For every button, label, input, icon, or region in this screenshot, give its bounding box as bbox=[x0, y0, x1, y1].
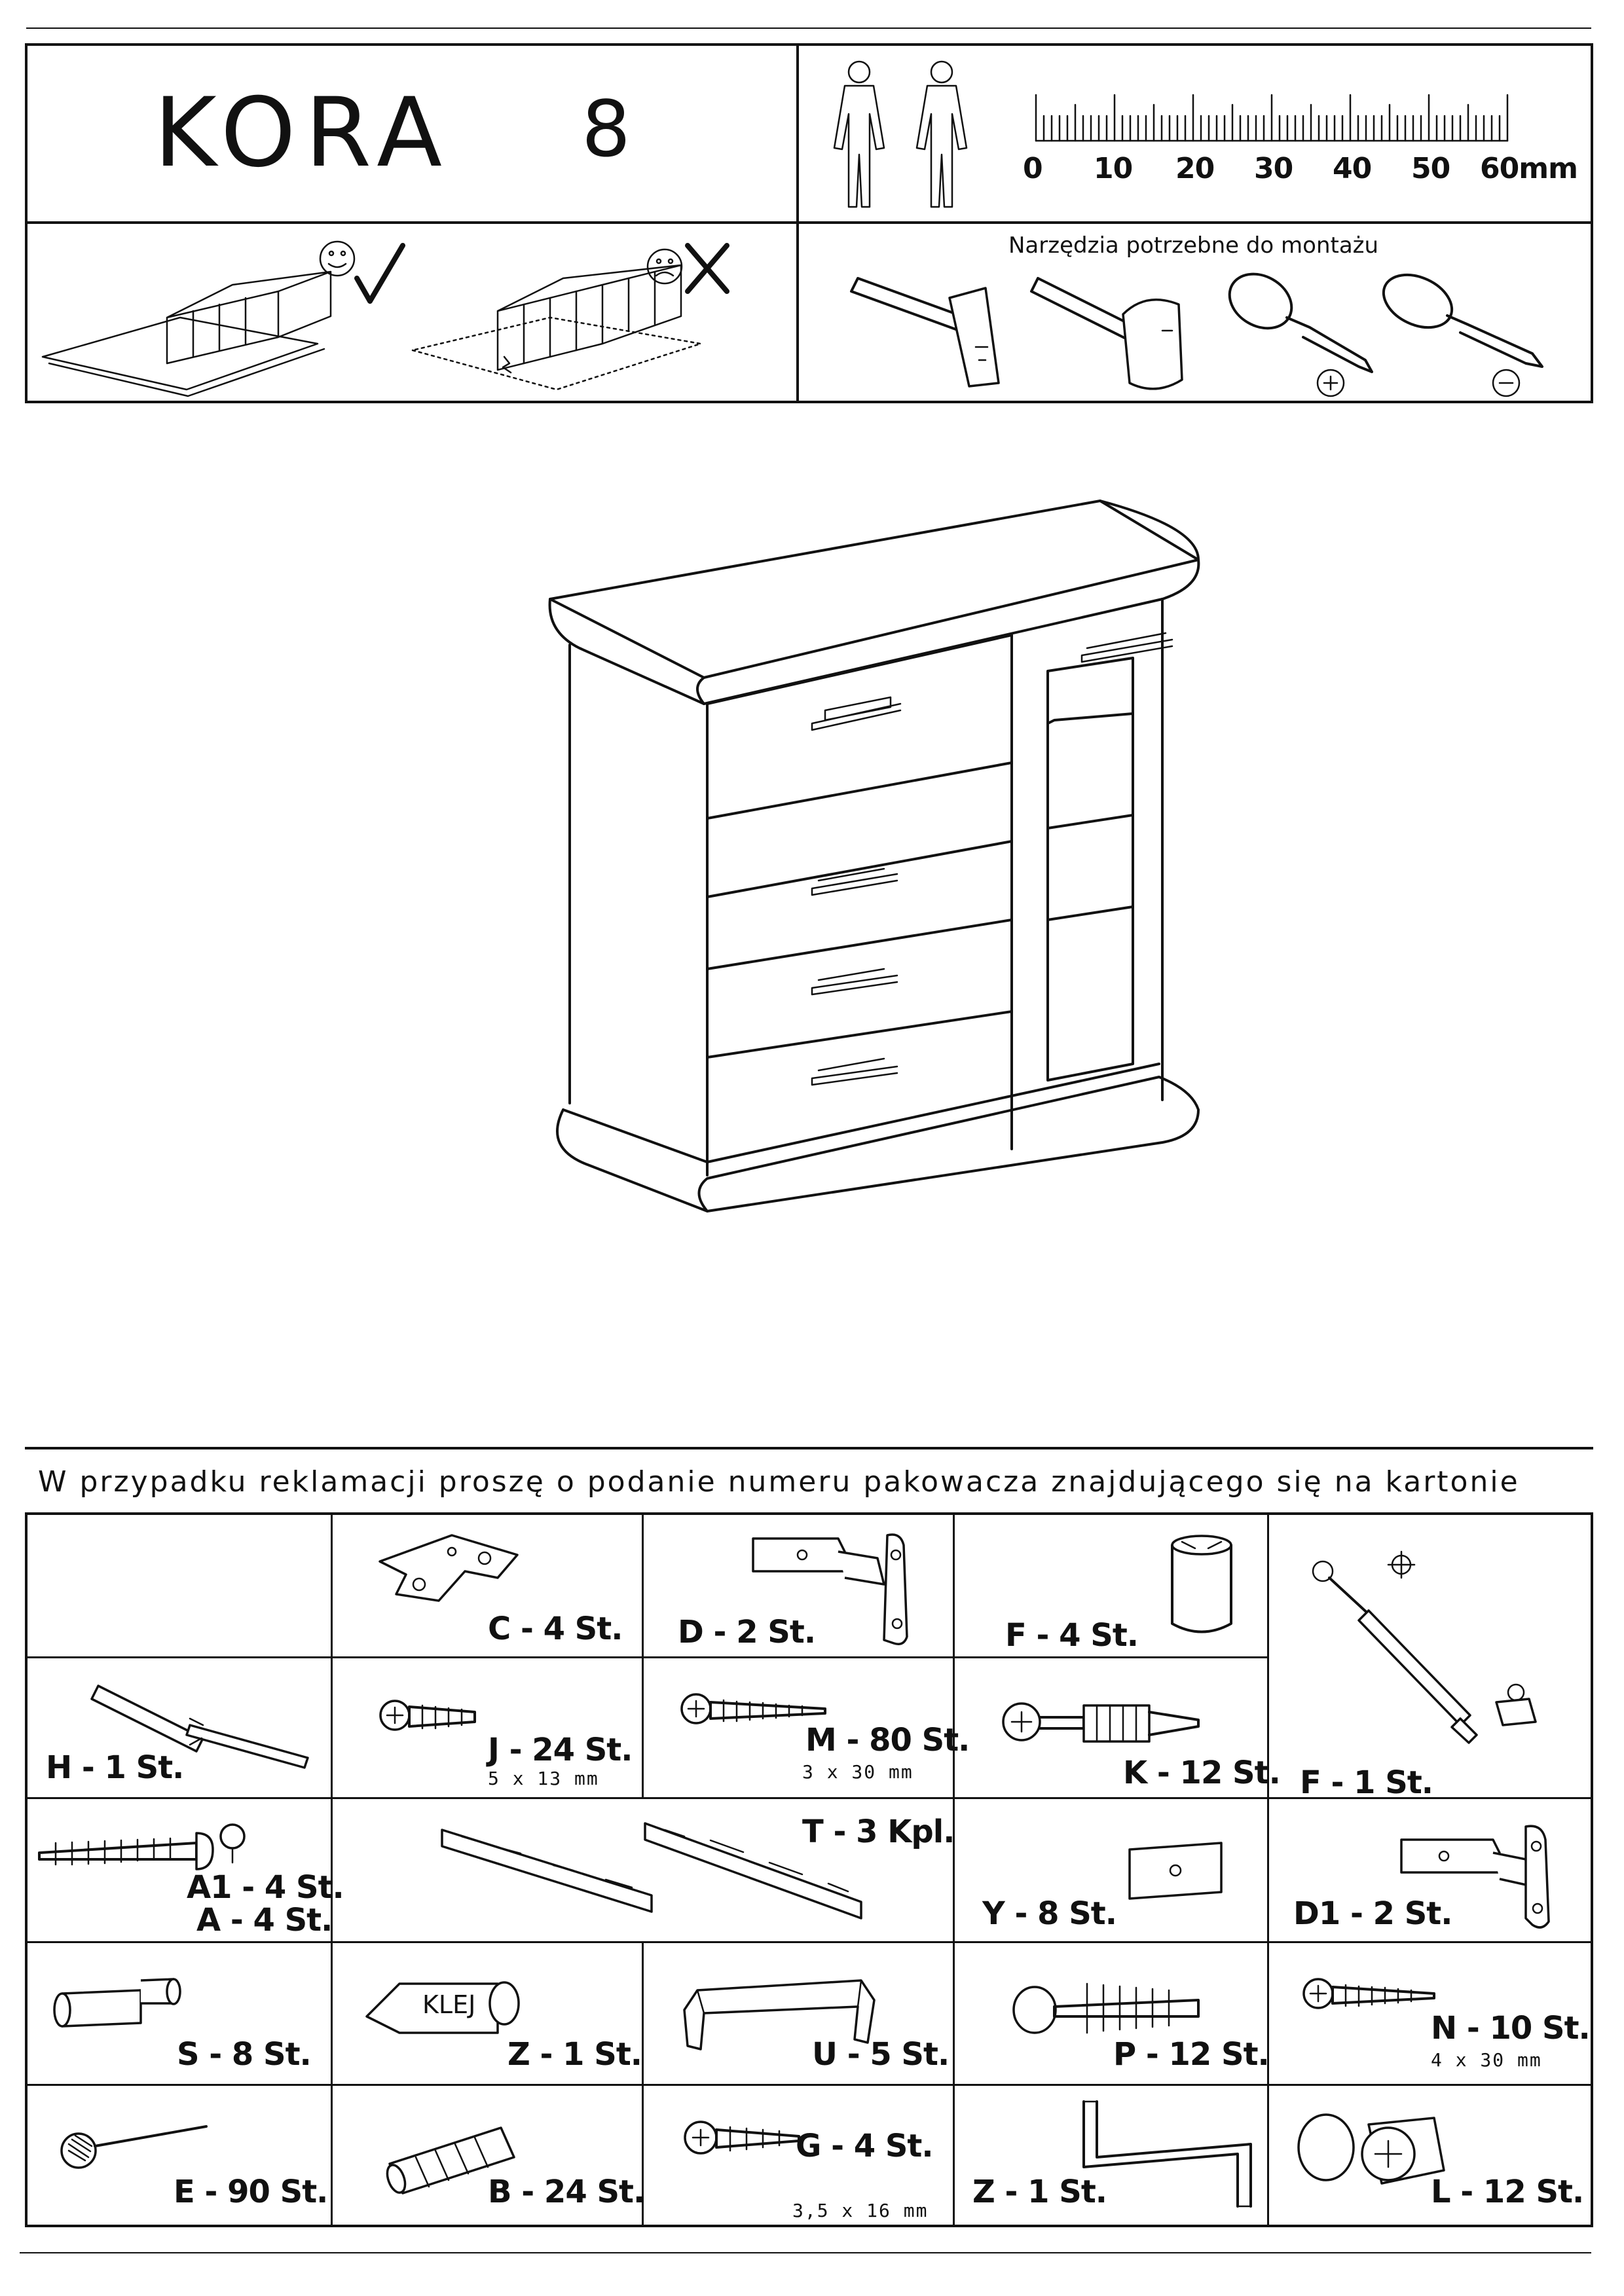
part-a1-label: A1 - 4 St. bbox=[187, 1869, 344, 1906]
assembly-on-floor-bad bbox=[411, 243, 729, 391]
part-e-label: E - 90 St. bbox=[174, 2174, 328, 2210]
mallet-icon bbox=[1030, 277, 1183, 390]
flathead-screwdriver-icon bbox=[1382, 273, 1543, 397]
part-g-size: 3,5 x 16 mm bbox=[792, 2200, 929, 2221]
connector-d-icon bbox=[752, 1533, 908, 1645]
ruler-label-50: 50 bbox=[1411, 152, 1450, 185]
bolt-a1-a-icon bbox=[38, 1823, 246, 1870]
header-midline bbox=[25, 221, 1593, 224]
assembly-on-rug-good bbox=[41, 240, 405, 397]
cam-lock-l-icon bbox=[1297, 2113, 1445, 2185]
part-m-size: 3 x 30 mm bbox=[802, 1761, 913, 1783]
model-number: 8 bbox=[581, 84, 631, 174]
cam-dowel-p-icon bbox=[1012, 1982, 1200, 2034]
part-y-label: Y - 8 St. bbox=[982, 1895, 1117, 1932]
ruler-icon bbox=[1035, 94, 1509, 142]
hinge-d1-icon bbox=[1400, 1825, 1550, 1929]
ruler-label-20: 20 bbox=[1175, 152, 1215, 185]
grid-row-4 bbox=[25, 2084, 1593, 2086]
cam-bolt-k-icon bbox=[1002, 1702, 1200, 1743]
part-m-label: M - 80 St. bbox=[805, 1722, 970, 1758]
part-n-size: 4 x 30 mm bbox=[1431, 2049, 1542, 2071]
hammer-icon bbox=[850, 277, 1000, 388]
ruler-label-0: 0 bbox=[1023, 152, 1043, 185]
part-g-label: G - 4 St. bbox=[796, 2128, 934, 2164]
top-rule bbox=[26, 27, 1591, 29]
part-f4-label: F - 4 St. bbox=[1005, 1617, 1139, 1654]
part-d1-label: D1 - 2 St. bbox=[1293, 1895, 1452, 1932]
part-n-label: N - 10 St. bbox=[1431, 2010, 1591, 2047]
phillips-screwdriver-icon bbox=[1228, 272, 1373, 397]
part-k-label: K - 12 St. bbox=[1123, 1755, 1281, 1791]
parts-grid bbox=[25, 1512, 1593, 2227]
grid-col-2b bbox=[642, 1941, 644, 2227]
part-b-label: B - 24 St. bbox=[488, 2174, 645, 2210]
ruler-label-40: 40 bbox=[1333, 152, 1372, 185]
part-p-label: P - 12 St. bbox=[1113, 2036, 1270, 2073]
glue-z-icon bbox=[365, 1981, 520, 2034]
glue-text: KLEJ bbox=[422, 1990, 476, 2019]
drawer-runner-t-icon bbox=[441, 1822, 862, 1920]
part-j-label: J - 24 St. bbox=[488, 1732, 633, 1768]
grid-col-4 bbox=[1267, 1512, 1269, 2227]
hinge-plate-c-icon bbox=[378, 1534, 519, 1602]
cam-cylinder-f-icon bbox=[1171, 1535, 1232, 1633]
notice-top-rule bbox=[25, 1447, 1593, 1449]
part-j-size: 5 x 13 mm bbox=[488, 1768, 599, 1789]
nail-e-icon bbox=[60, 2125, 208, 2169]
part-a-label: A - 4 St. bbox=[196, 1902, 333, 1939]
two-persons-icon bbox=[833, 60, 968, 208]
part-f1-label: F - 1 St. bbox=[1300, 1764, 1433, 1801]
ruler-label-30: 30 bbox=[1254, 152, 1293, 185]
grid-row-3 bbox=[25, 1941, 1593, 1943]
bottom-rule bbox=[20, 2252, 1591, 2253]
part-z2-label: Z - 1 St. bbox=[972, 2174, 1107, 2210]
plate-y-icon bbox=[1128, 1842, 1223, 1900]
grid-row-1 bbox=[25, 1656, 1269, 1658]
part-s-label: S - 8 St. bbox=[177, 2036, 312, 2073]
part-h-label: H - 1 St. bbox=[46, 1749, 184, 1786]
cabinet-illustration bbox=[548, 500, 1200, 1212]
frown-cross-icon bbox=[646, 248, 683, 285]
part-d-label: D - 2 St. bbox=[678, 1614, 816, 1650]
ruler-label-60mm: 60mm bbox=[1480, 152, 1578, 185]
tools-caption: Narzędzia potrzebne do montażu bbox=[1008, 232, 1379, 259]
ruler-label-10: 10 bbox=[1094, 152, 1133, 185]
part-c-label: C - 4 St. bbox=[488, 1611, 623, 1647]
smiley-check-icon bbox=[319, 240, 356, 277]
part-u-label: U - 5 St. bbox=[812, 2036, 950, 2073]
complaint-notice: W przypadku reklamacji proszę o podanie … bbox=[38, 1465, 1520, 1499]
screw-n-icon bbox=[1302, 1978, 1435, 2009]
part-l-label: L - 12 St. bbox=[1431, 2174, 1584, 2210]
profile-h-icon bbox=[90, 1685, 309, 1769]
grid-col-2a bbox=[642, 1512, 644, 1797]
dowel-b-icon bbox=[386, 2126, 515, 2195]
shelf-pin-s-icon bbox=[53, 1978, 181, 2028]
grid-row-2 bbox=[25, 1797, 1593, 1799]
handle-u-icon bbox=[683, 1979, 876, 2050]
screw-g-icon bbox=[684, 2121, 800, 2155]
screw-m-icon bbox=[680, 1693, 826, 1724]
grid-col-3 bbox=[953, 1512, 955, 2227]
part-t-label: T - 3 Kpl. bbox=[802, 1813, 955, 1850]
product-name: KORA bbox=[154, 77, 452, 189]
allen-key-z-icon bbox=[1082, 2100, 1252, 2208]
part-z1-label: Z - 1 St. bbox=[507, 2036, 642, 2073]
grid-col-1 bbox=[331, 1512, 333, 2227]
screw-j-icon bbox=[379, 1700, 476, 1731]
gas-strut-f-icon bbox=[1312, 1550, 1537, 1744]
